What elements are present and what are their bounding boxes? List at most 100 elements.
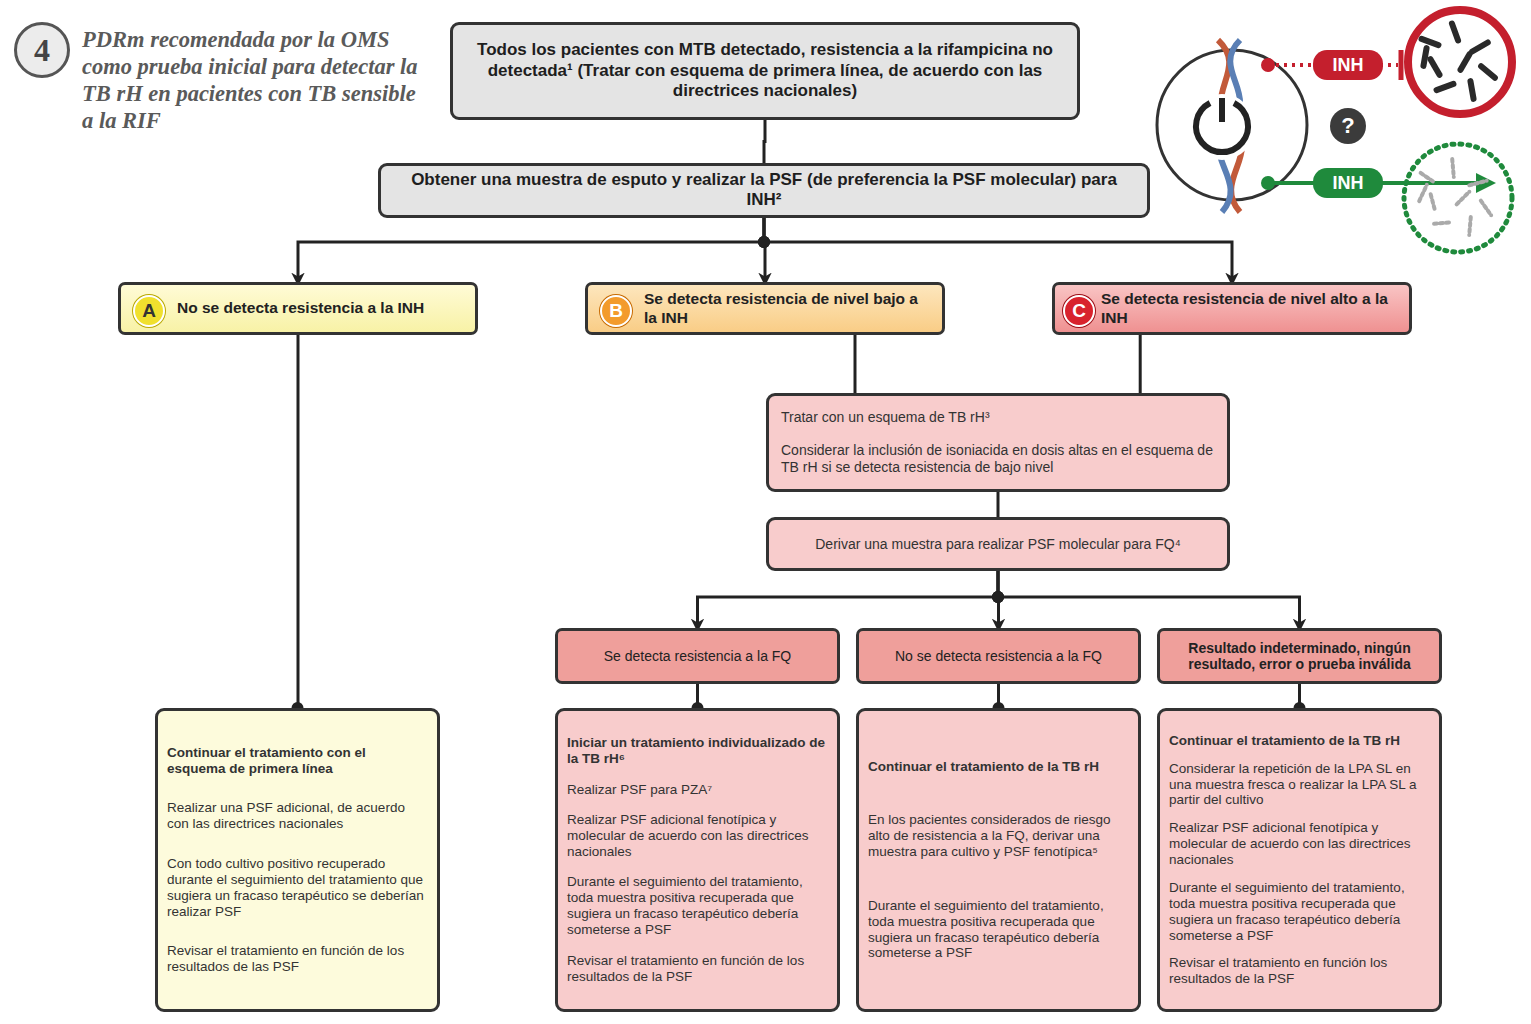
node-text: Todos los pacientes con MTB detectado, r… [467, 40, 1063, 101]
drug-pill: INH [1313, 50, 1383, 80]
node-text: ? [1341, 113, 1354, 139]
node-text: Se detecta resistencia de nivel bajo a l… [644, 290, 932, 327]
node-text: Continuar el tratamiento con el esquema … [167, 745, 428, 777]
bacteria-rods [1419, 159, 1491, 235]
result-box: No se detecta resistencia a la FQ [856, 628, 1141, 684]
node-text: Realizar una PSF adicional, de acuerdo c… [167, 800, 428, 832]
connector [297, 335, 300, 708]
callout-number: 4 [14, 22, 70, 78]
node-text: Realizar PSF adicional fenotípica y mole… [1169, 820, 1430, 868]
node-text: Considerar la repetición de la LPA SL en… [1169, 761, 1430, 809]
rod [1457, 192, 1470, 205]
junction-dot [992, 591, 1004, 603]
rod [1469, 217, 1471, 235]
connector [698, 571, 999, 628]
node-text: Durante el seguimiento del tratamiento, … [868, 898, 1129, 962]
rod [1423, 48, 1426, 66]
line-dot [1261, 58, 1275, 72]
connector [298, 218, 764, 282]
node-text: Continuar el tratamiento de la TB rH [868, 759, 1129, 775]
option-letter: C [1063, 295, 1095, 327]
rod [1422, 39, 1439, 45]
node-text: Durante el seguimiento del tratamiento, … [567, 874, 828, 938]
node-text: Resultado indeterminado, ningún resultad… [1168, 640, 1431, 672]
node-text: Realizar PSF para PZA⁷ [567, 782, 828, 798]
node-text: INH [1333, 55, 1364, 76]
action-box: Continuar el tratamiento de la TB rH En l… [856, 708, 1141, 1012]
junction-dot [758, 236, 770, 248]
node-text: Tratar con un esquema de TB rH³ [781, 409, 1215, 426]
node-text: INH [1333, 173, 1364, 194]
process-box: Derivar una muestra para realizar PSF mo… [766, 517, 1230, 571]
node-text: Derivar una muestra para realizar PSF mo… [815, 536, 1180, 552]
rod [1431, 194, 1436, 211]
node-text: B [609, 300, 623, 323]
rod [1421, 173, 1436, 183]
option-letter: A [133, 295, 165, 327]
rod [1472, 43, 1488, 52]
junction-dot [758, 236, 770, 248]
rod [1452, 159, 1454, 177]
node-text: Realizar PSF adicional fenotípica y mole… [567, 812, 828, 860]
node-text: En los pacientes considerados de riesgo … [868, 812, 1129, 860]
diagram-title: PDRm recomendada por la OMS como prueba … [82, 26, 432, 134]
node-text: A [142, 300, 156, 323]
action-box: Iniciar un tratamiento individualizado d… [555, 708, 840, 1012]
node-text: Considerar la inclusión de isoniacida en… [781, 442, 1215, 476]
connector [764, 218, 1232, 282]
junction-dot [758, 236, 770, 248]
rod [1461, 54, 1470, 70]
action-box: Continuar el tratamiento con el esquema … [155, 708, 440, 1012]
node-text: Iniciar un tratamiento individualizado d… [567, 735, 828, 767]
inhibit-bar [1399, 50, 1404, 80]
node-text: Obtener una muestra de esputo y realizar… [395, 170, 1133, 211]
rod [1470, 81, 1473, 99]
connector [1139, 335, 1142, 393]
connector [764, 120, 765, 163]
node-text: C [1072, 300, 1086, 323]
rod [1452, 24, 1458, 41]
node-text: 4 [34, 32, 50, 69]
treatment-box: Tratar con un esquema de TB rH³ Considera… [766, 393, 1230, 492]
start-box: Todos los pacientes con MTB detectado, r… [450, 22, 1080, 120]
node-text: Con todo cultivo positivo recuperado dur… [167, 856, 428, 920]
bacteria-rods [1422, 24, 1495, 99]
rod [1431, 59, 1440, 75]
result-box: Resultado indeterminado, ningún resultad… [1157, 628, 1442, 684]
node-text: Durante el seguimiento del tratamiento, … [1169, 880, 1430, 944]
icon-ground [1192, 97, 1252, 157]
rod [1469, 181, 1486, 186]
bacteria-blocked [1408, 10, 1512, 114]
result-box: Se detecta resistencia a la FQ [555, 628, 840, 684]
connector [997, 492, 1000, 517]
option-letter: B [600, 295, 632, 327]
line-dot [1261, 176, 1275, 190]
connector [998, 571, 1300, 628]
junction-dot [992, 591, 1004, 603]
rod [1481, 201, 1491, 216]
rod [1419, 185, 1427, 201]
node-text: No se detecta resistencia a la INH [177, 299, 465, 318]
action-box: Continuar el tratamiento de la TB rH Cons… [1157, 708, 1442, 1012]
question-badge: ? [1330, 108, 1366, 144]
rod [1434, 222, 1452, 224]
node-text: Revisar el tratamiento en función los re… [1169, 955, 1430, 987]
node-text: Revisar el tratamiento en función de los… [167, 943, 428, 975]
node-text: Revisar el tratamiento en función de los… [567, 953, 828, 985]
node-text: No se detecta resistencia a la FQ [895, 648, 1102, 664]
node-text: Continuar el tratamiento de la TB rH [1169, 733, 1430, 749]
bacteria-resistant [1404, 144, 1512, 252]
cycle-icon [1219, 98, 1225, 122]
rod [1481, 66, 1495, 78]
node-text: Se detecta resistencia de nivel alto a l… [1101, 290, 1399, 327]
node-text: Se detecta resistencia a la FQ [604, 648, 792, 664]
rod [1437, 84, 1454, 90]
result-box: Se detecta resistencia de nivel alto a l… [1052, 282, 1412, 335]
result-box: Se detecta resistencia de nivel bajo a l… [585, 282, 945, 335]
drug-pill: INH [1313, 168, 1383, 198]
junction-dot [992, 591, 1004, 603]
result-box: No se detecta resistencia a la INH A [118, 282, 478, 335]
connector [854, 335, 857, 393]
process-box: Obtener una muestra de esputo y realizar… [378, 163, 1150, 218]
